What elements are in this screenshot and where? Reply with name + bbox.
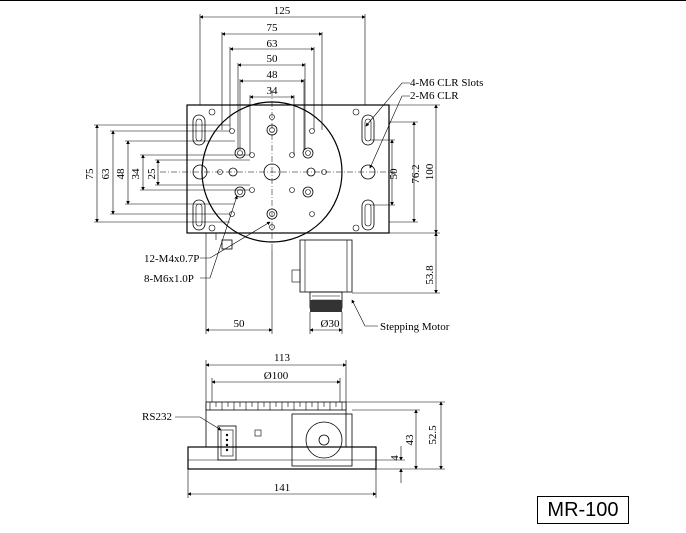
clr-slot	[192, 114, 206, 146]
dim-125: 125	[274, 5, 291, 17]
dim-v4: 4	[389, 455, 401, 461]
dim-141: 141	[274, 482, 291, 494]
top-bottom-dims: 50 Ø30	[205, 233, 343, 334]
dim-v76-2: 76.2	[410, 164, 422, 183]
dim-v50: 50	[388, 168, 400, 180]
callout-slots: 4-M6 CLR Slots	[410, 77, 483, 89]
top-horizontal-dims: 125 75 63 50 48 34	[199, 5, 366, 155]
side-view: 113 Ø100 141 43 52.5 4 RS232	[142, 352, 445, 498]
dim-v34: 34	[130, 168, 142, 180]
top-view: 125 75 63 50 48 34	[84, 5, 483, 334]
stepping-motor	[291, 239, 353, 312]
callout-m6: 8-M6x1.0P	[144, 273, 194, 285]
top-right-vertical-dims: 50 76.2 100 53.8	[352, 104, 440, 294]
clr-slot	[361, 114, 375, 146]
rs232-connector	[217, 425, 237, 461]
dim-48: 48	[267, 69, 279, 81]
dim-75: 75	[267, 22, 279, 34]
callout-rs232: RS232	[142, 411, 172, 423]
dim-v75: 75	[84, 168, 96, 180]
dim-d30: Ø30	[321, 318, 340, 330]
base-plate	[186, 104, 390, 234]
dim-63: 63	[267, 38, 279, 50]
side-motor	[291, 413, 353, 467]
clr-hole	[360, 164, 376, 180]
top-left-vertical-dims: 75 63 48 34 25	[84, 124, 250, 223]
clr-hole	[192, 164, 208, 180]
model-label: MR-100	[537, 496, 629, 524]
clr-slot	[361, 199, 375, 231]
dim-50: 50	[267, 53, 279, 65]
dim-v53-8: 53.8	[424, 265, 436, 285]
callout-motor: Stepping Motor	[380, 321, 450, 333]
dim-d100: Ø100	[264, 370, 289, 382]
scale-ticks	[209, 402, 343, 410]
dim-v63: 63	[100, 168, 112, 180]
dim-v100: 100	[424, 163, 436, 180]
dim-v25: 25	[146, 168, 158, 180]
dim-34: 34	[267, 85, 279, 97]
dim-v52-5: 52.5	[427, 425, 439, 445]
clr-slot	[192, 199, 206, 231]
callout-clr: 2-M6 CLR	[410, 90, 459, 102]
model-text: MR-100	[547, 498, 619, 521]
top-callouts: 4-M6 CLR Slots 2-M6 CLR 12-M4x0.7P 8-M6x…	[144, 77, 483, 333]
dim-v43: 43	[404, 434, 416, 446]
m6-tapped-holes	[228, 124, 316, 220]
dim-bottom-50: 50	[234, 318, 246, 330]
callout-m4: 12-M4x0.7P	[144, 253, 199, 265]
dim-113: 113	[274, 352, 291, 364]
dim-v48: 48	[115, 168, 127, 180]
